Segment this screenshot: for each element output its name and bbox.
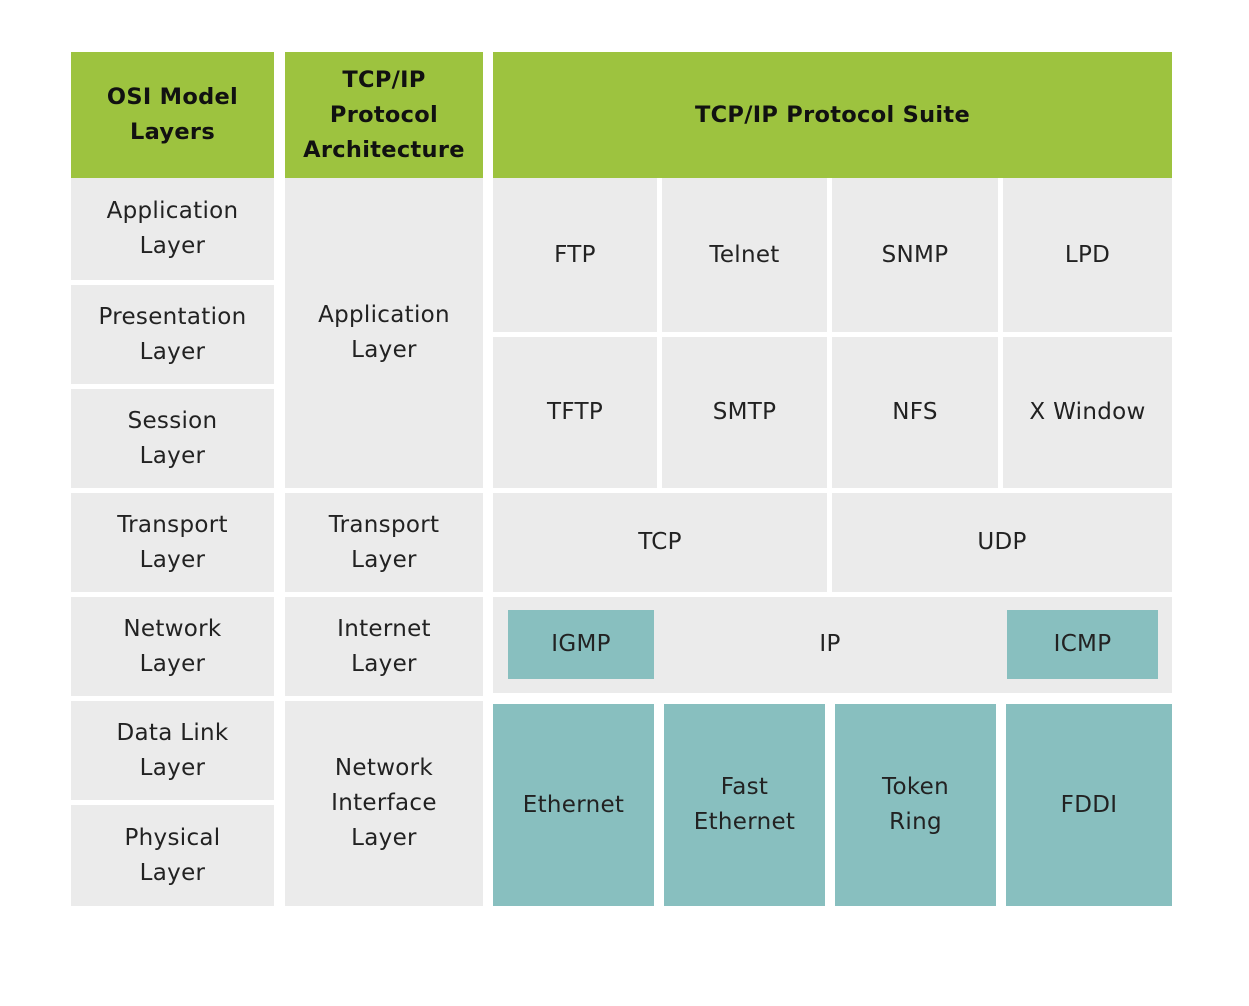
osi-presentation-layer: Presentation Layer <box>71 285 274 384</box>
tcpip-internet-label: Internet Layer <box>337 615 431 677</box>
protocol-nfs-label: NFS <box>892 399 938 425</box>
protocol-igmp: IGMP <box>508 610 654 679</box>
osi-presentation-label: Presentation Layer <box>98 303 247 365</box>
osi-transport-layer: Transport Layer <box>71 493 274 592</box>
protocol-tftp: TFTP <box>493 337 657 488</box>
protocol-token-ring-label: Token Ring <box>882 774 949 835</box>
tcpip-transport-label: Transport Layer <box>328 511 440 573</box>
protocol-ftp-label: FTP <box>554 241 596 268</box>
protocol-token-ring: Token Ring <box>835 704 996 906</box>
osi-physical-layer: Physical Layer <box>71 805 274 906</box>
header-tcpip-architecture: TCP/IP Protocol Architecture <box>285 52 483 178</box>
header-osi-label: OSI Model Layers <box>106 84 239 145</box>
header-osi-model-layers: OSI Model Layers <box>71 52 274 178</box>
protocol-telnet: Telnet <box>662 178 827 332</box>
protocol-snmp-label: SNMP <box>881 241 949 268</box>
osi-application-label: Application Layer <box>106 198 239 259</box>
protocol-fast-ethernet-label: Fast Ethernet <box>693 774 796 835</box>
protocol-tcp-label: TCP <box>638 529 682 555</box>
protocol-udp: UDP <box>832 493 1172 592</box>
tcpip-application-layer: Application Layer <box>285 178 483 488</box>
protocol-lpd: LPD <box>1003 178 1172 332</box>
osi-network-layer: Network Layer <box>71 597 274 696</box>
protocol-smtp: SMTP <box>662 337 827 488</box>
osi-data-link-label: Data Link Layer <box>116 719 229 781</box>
protocol-x-window: X Window <box>1003 337 1172 488</box>
protocol-nfs: NFS <box>832 337 998 488</box>
protocol-ethernet: Ethernet <box>493 704 654 906</box>
tcpip-transport-layer: Transport Layer <box>285 493 483 592</box>
tcpip-network-interface-label: Network Interface Layer <box>331 755 437 851</box>
tcpip-network-interface-layer: Network Interface Layer <box>285 701 483 906</box>
protocol-telnet-label: Telnet <box>709 241 780 268</box>
osi-session-layer: Session Layer <box>71 389 274 488</box>
osi-application-layer: Application Layer <box>71 178 274 280</box>
osi-network-label: Network Layer <box>123 615 222 677</box>
protocol-snmp: SNMP <box>832 178 998 332</box>
header-tcpip-architecture-label: TCP/IP Protocol Architecture <box>303 66 465 163</box>
protocol-udp-label: UDP <box>977 529 1027 555</box>
protocol-ip-label: IP <box>819 631 841 657</box>
protocol-fast-ethernet: Fast Ethernet <box>664 704 825 906</box>
tcpip-internet-layer: Internet Layer <box>285 597 483 696</box>
tcpip-application-label: Application Layer <box>318 302 450 363</box>
osi-data-link-layer: Data Link Layer <box>71 701 274 800</box>
protocol-tcp: TCP <box>493 493 827 592</box>
protocol-lpd-label: LPD <box>1064 241 1111 268</box>
protocol-fddi: FDDI <box>1006 704 1172 906</box>
protocol-ethernet-label: Ethernet <box>522 791 625 818</box>
osi-session-label: Session Layer <box>127 407 218 469</box>
protocol-smtp-label: SMTP <box>712 399 777 425</box>
protocol-icmp-label: ICMP <box>1053 631 1112 657</box>
protocol-icmp: ICMP <box>1007 610 1158 679</box>
header-tcpip-suite: TCP/IP Protocol Suite <box>493 52 1172 178</box>
header-suite-label: TCP/IP Protocol Suite <box>694 101 971 128</box>
protocol-igmp-label: IGMP <box>551 631 611 657</box>
protocol-ip: IP <box>760 610 900 679</box>
osi-physical-label: Physical Layer <box>124 824 221 886</box>
osi-transport-label: Transport Layer <box>117 511 228 573</box>
protocol-fddi-label: FDDI <box>1060 791 1118 818</box>
protocol-x-window-label: X Window <box>1029 399 1146 425</box>
protocol-tftp-label: TFTP <box>547 399 603 425</box>
protocol-ftp: FTP <box>493 178 657 332</box>
